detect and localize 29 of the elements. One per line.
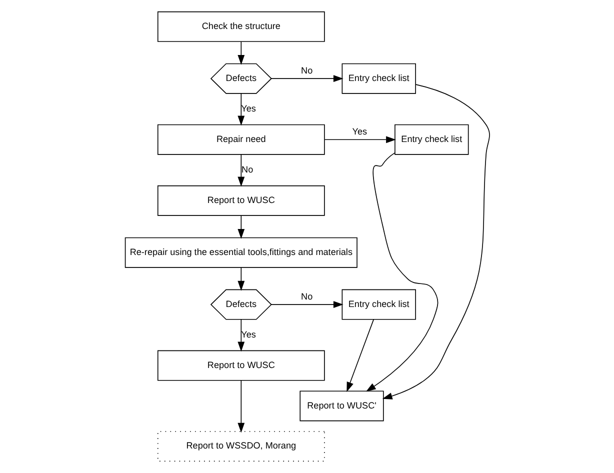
node-box: Entry check list xyxy=(341,289,416,320)
node-box: Re-repair using the essential tools,fittings and materials xyxy=(124,237,357,268)
edge-label: Yes xyxy=(240,103,256,114)
arrow xyxy=(270,75,343,82)
arrow xyxy=(346,319,374,392)
arrow xyxy=(237,267,244,291)
node-box: Report to WUSC xyxy=(156,185,324,216)
arrow xyxy=(365,152,438,392)
arrow xyxy=(237,93,244,126)
arrow xyxy=(237,380,244,433)
node-box: Report to WSSDO, Morang xyxy=(156,431,324,462)
edge-label: No xyxy=(241,164,253,174)
node-box: Repair need xyxy=(156,124,324,155)
node-box: Check the structure xyxy=(156,11,324,42)
arrow xyxy=(324,136,396,144)
arrow xyxy=(237,154,244,187)
arrow xyxy=(237,41,244,65)
node-box: Entry check list xyxy=(394,124,468,155)
edge-label: No xyxy=(300,65,312,76)
edge-label: No xyxy=(300,291,312,302)
arrow xyxy=(270,301,343,308)
edge-label: Yes xyxy=(240,329,256,340)
node-box: Entry check list xyxy=(341,63,416,94)
arrow xyxy=(237,319,244,352)
arrow xyxy=(382,84,490,400)
node-box: Report to WUSC xyxy=(156,350,324,381)
arrow xyxy=(237,215,244,239)
node-box: Report to WUSC' xyxy=(299,390,384,422)
edge-label: Yes xyxy=(352,126,367,136)
